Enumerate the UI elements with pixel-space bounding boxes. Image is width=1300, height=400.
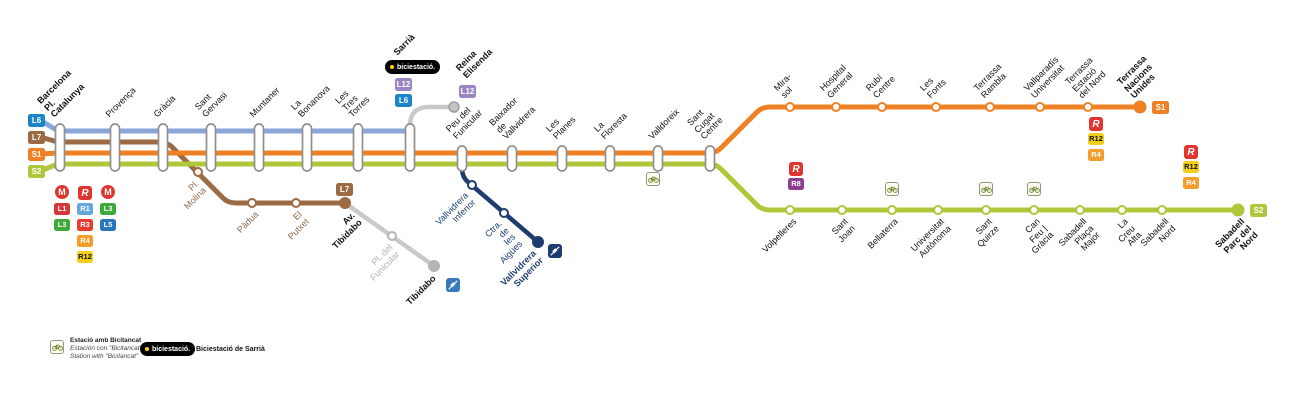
bicycle-icon bbox=[51, 344, 63, 351]
terminus-sabadell-parc-del-nord bbox=[1231, 203, 1245, 217]
rodalies-logo-terrassa: R bbox=[1089, 117, 1103, 131]
biciestacio-dot-icon bbox=[390, 65, 394, 69]
bicitancat-icon-valldoreix bbox=[646, 172, 660, 186]
legend-biciestacio-badge: biciestació. bbox=[140, 342, 196, 356]
badge-l6-sarria: L6 bbox=[395, 94, 412, 107]
badge-r4-catalunya: R4 bbox=[77, 235, 93, 247]
badge-s2-terminus: S2 bbox=[1250, 204, 1267, 217]
legend-line-spanish: Estación con "Bicitancat" bbox=[70, 345, 142, 352]
legend-line-catalan: Estació amb Bicitancat bbox=[70, 337, 142, 344]
badge-l7-av-tibidabo: L7 bbox=[336, 183, 353, 196]
line-badge-s2: S2 bbox=[28, 165, 45, 178]
biciestacio-dot-icon bbox=[145, 347, 149, 351]
metro-logo-pl-catalunya: M bbox=[55, 185, 69, 199]
terminus-tibidabo bbox=[428, 260, 440, 272]
badge-l12-sarria: L12 bbox=[395, 78, 412, 91]
bicitancat-icon-bellaterra bbox=[885, 182, 899, 196]
rodalies-logo-sabadell-nord: R bbox=[1184, 145, 1198, 159]
line-badge-l7: L7 bbox=[28, 131, 45, 144]
badge-r4-sabadell-nord: R4 bbox=[1183, 177, 1199, 189]
terminus-vallvidrera-superior bbox=[532, 236, 544, 248]
biciestacio-badge-sarria: biciestació. bbox=[385, 60, 441, 74]
legend-biciestacio-badge-text: biciestació. bbox=[152, 345, 191, 353]
badge-metro-l3-provenca: L3 bbox=[100, 203, 116, 215]
funicular-pictogram bbox=[550, 246, 560, 256]
legend-bicitancat-text: Estació amb Bicitancat Estación con "Bic… bbox=[70, 337, 142, 361]
badge-l12-reina-elisenda: L12 bbox=[459, 85, 476, 98]
funicular-icon-vallvidrera bbox=[548, 244, 562, 258]
badge-r8-volpelleres: R8 bbox=[788, 178, 804, 190]
bicycle-icon bbox=[886, 186, 898, 193]
badge-r1: R1 bbox=[77, 203, 93, 215]
badge-r3: R3 bbox=[77, 219, 93, 231]
badge-r12-catalunya: R12 bbox=[77, 251, 93, 263]
dot-pl-del-funicular bbox=[387, 231, 397, 241]
line-l12-shuttle bbox=[407, 104, 455, 129]
badge-r12-sabadell-nord: R12 bbox=[1183, 161, 1199, 173]
badge-r4-terrassa: R4 bbox=[1088, 149, 1104, 161]
bicycle-icon bbox=[980, 186, 992, 193]
line-badge-l6: L6 bbox=[28, 114, 45, 127]
rodalies-logo-volpelleres: R bbox=[789, 162, 803, 176]
legend-bicitancat-icon bbox=[50, 340, 64, 354]
bicycle-icon bbox=[647, 176, 659, 183]
terminus-reina-elisenda bbox=[448, 101, 460, 113]
biciestacio-badge-text: biciestació. bbox=[397, 63, 436, 71]
legend-line-english: Station with "Bicitancat" bbox=[70, 353, 139, 360]
line-badge-s1: S1 bbox=[28, 148, 45, 161]
bicitancat-icon-sant-quirze bbox=[979, 182, 993, 196]
vallvidrera-funicular-dots bbox=[467, 180, 509, 218]
legend-biciestacio-label: Biciestació de Sarrià bbox=[196, 346, 265, 353]
s1-branch-station-dots bbox=[785, 102, 1093, 112]
badge-metro-l1: L1 bbox=[54, 203, 70, 215]
s2-branch-station-dots bbox=[785, 205, 1167, 215]
bicitancat-icon-can-feu bbox=[1027, 182, 1041, 196]
rodalies-logo-pl-catalunya: R bbox=[78, 186, 92, 200]
badge-r12-terrassa: R12 bbox=[1088, 133, 1104, 145]
funicular-icon-tibidabo bbox=[446, 278, 460, 292]
l7-branch-station-dots bbox=[193, 167, 301, 208]
funicular-pictogram bbox=[448, 280, 458, 290]
badge-metro-l5: L5 bbox=[100, 219, 116, 231]
trunk-station-markers bbox=[54, 123, 716, 172]
bicycle-icon bbox=[1028, 186, 1040, 193]
badge-s1-terminus: S1 bbox=[1152, 101, 1169, 114]
terminus-terrassa-nacions-unides bbox=[1133, 100, 1147, 114]
metro-logo-provenca: M bbox=[101, 185, 115, 199]
badge-metro-l3-catalunya: L3 bbox=[54, 219, 70, 231]
line-s2 bbox=[37, 161, 1241, 213]
terminus-av-tibidabo bbox=[339, 197, 351, 209]
